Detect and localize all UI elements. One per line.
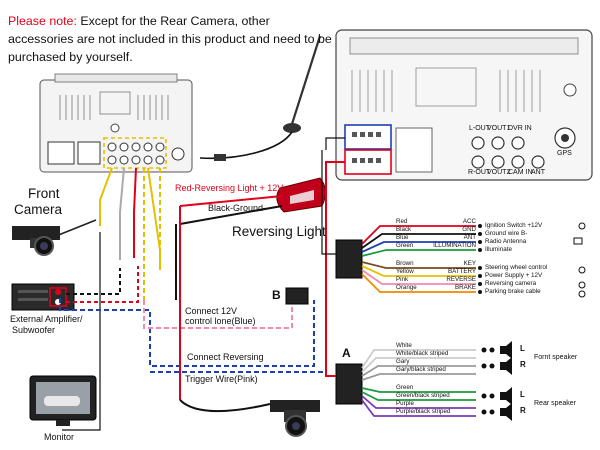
- wire-color: Pink: [396, 276, 409, 283]
- speaker-r-front: R: [520, 360, 526, 369]
- wire-function: GND: [462, 226, 476, 233]
- connect-reversing-label-1: Connect Reversing: [187, 352, 264, 362]
- wire-row: Gary/black striped: [396, 366, 446, 373]
- amplifier-label-2: Subwoofer: [12, 325, 56, 335]
- wire-color: Green: [396, 384, 414, 391]
- port-gps: GPS: [557, 150, 572, 157]
- wire-color: Yellow: [396, 268, 414, 275]
- connect-12v-label-1: Connect 12V: [185, 306, 238, 316]
- speaker-icons: [481, 341, 512, 421]
- wire-color: Black: [396, 226, 412, 233]
- harness-a-wires: [361, 349, 476, 417]
- port-camin: CAM IN: [508, 169, 533, 176]
- external-amplifier-icon: [11, 283, 75, 311]
- port-rout: R-OUT: [468, 169, 491, 176]
- wire-color: Gary/black striped: [396, 366, 446, 373]
- reversing-light-red-wire: [179, 195, 283, 207]
- speaker-l-front: L: [520, 344, 525, 353]
- audio-rca-cables: [119, 167, 125, 260]
- wire-desc: Radio Antenna: [485, 238, 527, 245]
- port-ant: ANT: [531, 169, 545, 176]
- blue-control-wire: [59, 298, 315, 367]
- wire-color: Purple: [396, 400, 414, 407]
- harness-a-connector: [335, 363, 363, 405]
- connect-reversing-label-2: Trigger Wire(Pink): [185, 374, 258, 384]
- wire-row: Purple/black striped: [396, 408, 450, 415]
- red-reversing-label: Red-Reversing Light + 12V: [175, 183, 284, 193]
- connector-b-small: [285, 287, 309, 305]
- wire-desc: Ground wire B-: [485, 230, 528, 237]
- wire-desc: Reversing camera: [485, 280, 537, 287]
- radio-antenna-icon: [199, 35, 322, 161]
- rear-speaker-label: Rear speaker: [534, 400, 577, 407]
- harness-red-lead: [325, 161, 345, 377]
- function-icons: [573, 222, 586, 298]
- wire-color: Red: [396, 218, 408, 225]
- reversing-light-black-wire: [179, 205, 283, 225]
- note-text: Please note: Except for the Rear Camera,…: [8, 12, 338, 66]
- wire-desc: Steering wheel control: [485, 264, 548, 271]
- wire-color: Gary: [396, 358, 410, 365]
- speaker-l-rear: L: [520, 390, 525, 399]
- rear-camera-cable: [179, 399, 271, 413]
- wire-color: Green: [396, 242, 414, 249]
- wire-row: Gary: [396, 358, 409, 365]
- front-camera-icon: [12, 219, 97, 256]
- amplifier-dashed-black: [66, 268, 121, 295]
- wire-color: Brown: [396, 260, 414, 267]
- cam-in-rca-cable: [147, 167, 161, 270]
- wire-function: REVERSE: [446, 276, 476, 283]
- wire-function: BRAKE: [455, 284, 476, 291]
- video-rca-cable: [99, 167, 113, 226]
- wire-row: Purple: [396, 400, 414, 407]
- monitor-video-cable: [62, 232, 101, 431]
- harness-b-wires: [361, 225, 476, 293]
- note-prefix: Please note:: [8, 14, 77, 28]
- wire-color: Green/black striped: [396, 392, 450, 399]
- pink-reverse-wire: [143, 300, 293, 329]
- wire-row: Green/black striped: [396, 392, 450, 399]
- right-radio-rear-panel: [335, 29, 593, 181]
- reversing-light-label: Reversing Light: [232, 224, 326, 239]
- wire-row: Green: [396, 384, 413, 391]
- monitor-icon: [29, 375, 97, 426]
- port-vout2: VOUT2: [487, 169, 511, 176]
- wire-function: ANT: [463, 234, 476, 241]
- front-speaker-label: Fornt speaker: [534, 354, 578, 361]
- wire-color: Orange: [396, 284, 417, 291]
- rear-camera-icon: [270, 400, 320, 437]
- wire-desc: Illuminate: [485, 246, 512, 253]
- wire-desc: Ignition Switch +12V: [485, 222, 543, 229]
- wire-color: Purple/black striped: [396, 408, 451, 415]
- port-vout1: VOUT1: [487, 125, 511, 132]
- black-ground-label: Black-Ground-: [208, 203, 267, 213]
- speaker-r-rear: R: [520, 406, 526, 415]
- wire-color: White/black striped: [396, 350, 449, 357]
- port-lout: L-OUT: [469, 125, 490, 132]
- wire-row: White/black striped: [396, 350, 448, 357]
- left-radio-rear-panel: [39, 73, 193, 173]
- wire-function: ACC: [462, 218, 476, 225]
- harness-a-label: A: [342, 346, 351, 360]
- reversing-light-icon: [276, 177, 326, 213]
- wire-function: BATTERY: [448, 268, 476, 275]
- front-camera-label-1: Front: [28, 186, 60, 201]
- front-camera-label-2: Camera: [14, 202, 63, 217]
- wire-color: Blue: [396, 234, 409, 241]
- monitor-label: Monitor: [44, 432, 75, 442]
- port-dvrin: DVR IN: [508, 125, 532, 132]
- wire-function: KEY: [463, 260, 476, 267]
- harness-b-connector: [335, 239, 363, 279]
- connector-b-label: B: [272, 288, 281, 302]
- wire-desc: Parking brake cable: [485, 288, 541, 295]
- wire-desc: Power Supply + 12V: [485, 272, 543, 279]
- wire-function: ILLUMINATION: [433, 242, 476, 249]
- connect-12v-label-2: control lone(Blue): [185, 316, 256, 326]
- amplifier-label-1: External Amplifier/: [10, 314, 83, 324]
- wire-color: White: [396, 342, 412, 349]
- note-body: Except for the Rear Camera, other access…: [8, 14, 332, 64]
- wire-row: White: [396, 342, 412, 349]
